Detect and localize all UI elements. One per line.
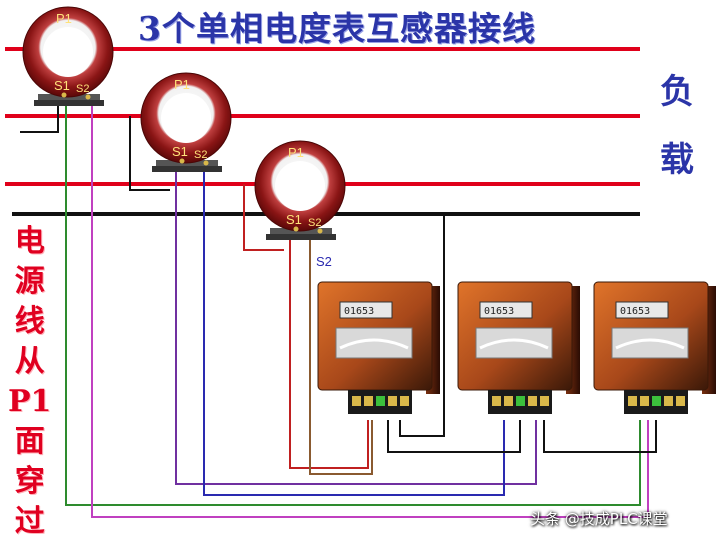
energy-meter: 01653 xyxy=(457,281,580,414)
load-label-char: 载 xyxy=(660,140,694,180)
source-note-char: 源 xyxy=(14,264,45,299)
ct-p1-label: P1 xyxy=(174,77,190,92)
wire-neutral-meter1 xyxy=(399,214,445,437)
meter-terminal xyxy=(664,396,673,406)
wire-ct3-s2 xyxy=(309,238,373,475)
ct-p1-label: P1 xyxy=(288,145,304,160)
source-note-char: P1 xyxy=(8,384,52,419)
meter-terminal xyxy=(676,396,685,406)
meter-terminal xyxy=(376,396,385,406)
meter-dial-plate xyxy=(475,327,553,359)
source-note: 电 源 线 从 P1 面 穿 过 xyxy=(8,222,51,542)
meter-counter-window xyxy=(479,301,533,319)
ct-terminal xyxy=(85,94,91,100)
wire-ct2-tap xyxy=(129,116,170,191)
energy-meter: 01653 xyxy=(593,281,716,414)
wire-ct2-s2 xyxy=(203,170,505,496)
source-note-char: 从 xyxy=(14,344,45,379)
meter-dial-plate xyxy=(335,327,413,359)
ct-base xyxy=(152,166,222,172)
ct-terminal xyxy=(179,158,185,164)
ct-terminal xyxy=(61,92,67,98)
meter-terminal xyxy=(652,396,661,406)
meter-terminal xyxy=(504,396,513,406)
ct-core-hole xyxy=(161,93,211,143)
meter-terminal xyxy=(364,396,373,406)
meter-terminal xyxy=(400,396,409,406)
ct-terminal xyxy=(203,160,209,166)
meter-dial-arc xyxy=(339,338,409,350)
load-label: 负 载 xyxy=(660,58,694,194)
ct-s2-label: S2 xyxy=(194,149,207,161)
ct-terminal xyxy=(293,226,299,232)
meter-terminal xyxy=(540,396,549,406)
load-label-char: 负 xyxy=(660,72,694,112)
meter-terminal xyxy=(516,396,525,406)
wire-ct2-s1 xyxy=(175,170,537,485)
source-note-char: 过 xyxy=(14,504,45,539)
source-note-char: 面 xyxy=(14,424,45,459)
ct-s1-label: S1 xyxy=(172,144,188,159)
ct-s1-label: S1 xyxy=(54,78,70,93)
meter-dial-arc xyxy=(615,338,685,350)
wire-ct1-s1 xyxy=(65,100,641,506)
ct-p1-label: P1 xyxy=(56,11,72,26)
wire-ct3-tap xyxy=(243,184,284,251)
meter-terminal xyxy=(628,396,637,406)
source-note-char: 穿 xyxy=(14,464,45,499)
ct-base xyxy=(34,100,104,106)
ct-s2-label: S2 xyxy=(76,83,89,95)
energy-meter: 01653 xyxy=(317,281,440,414)
meter-counter: 01653 xyxy=(484,306,514,317)
meter-terminal xyxy=(640,396,649,406)
secondary-wires xyxy=(20,100,657,518)
diagram-title: 3个单相电度表互感器接线 xyxy=(138,9,536,48)
meter-dial-arc xyxy=(479,338,549,350)
meter-counter: 01653 xyxy=(620,306,650,317)
wire-neutral-meter2 xyxy=(387,420,521,453)
energy-meters: 01653 01653 01653 xyxy=(317,281,716,414)
ct-terminal xyxy=(317,228,323,234)
source-note-char: 线 xyxy=(14,304,45,339)
ct-base xyxy=(266,234,336,240)
meter-dial-plate xyxy=(611,327,689,359)
ct-s1-label: S1 xyxy=(286,212,302,227)
wire-neutral-meter3 xyxy=(543,420,657,453)
meter-counter-window xyxy=(339,301,393,319)
source-note-char: 电 xyxy=(14,224,45,259)
meter-counter: 01653 xyxy=(344,306,374,317)
s2-wire-label: S2 xyxy=(316,254,332,269)
meter-terminal xyxy=(528,396,537,406)
meter-terminal xyxy=(388,396,397,406)
meter-counter-window xyxy=(615,301,669,319)
ct-core-hole xyxy=(275,161,325,211)
wire-ct3-s1 xyxy=(289,238,369,469)
ct-core-hole xyxy=(43,27,93,77)
ct-s2-label: S2 xyxy=(308,217,321,229)
watermark: 头条 @技成PLC课堂 xyxy=(530,510,668,528)
meter-terminal xyxy=(492,396,501,406)
wire-ct1-loop xyxy=(20,100,59,133)
meter-terminal xyxy=(352,396,361,406)
wire-ct1-s2 xyxy=(91,100,649,518)
